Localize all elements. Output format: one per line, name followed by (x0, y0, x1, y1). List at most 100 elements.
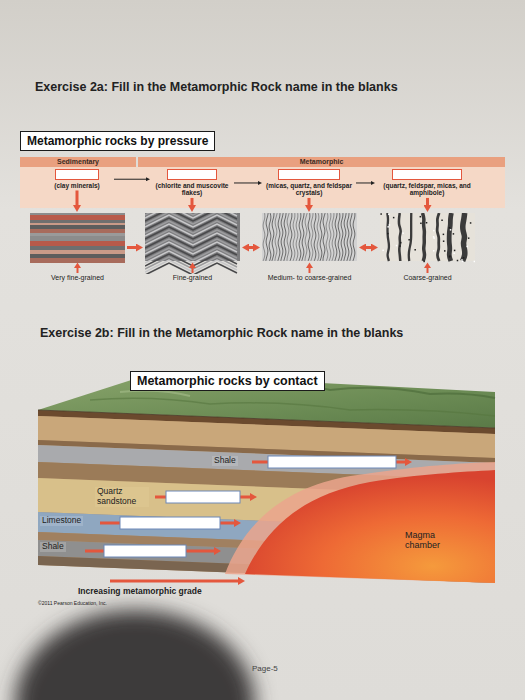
mineral-speck (463, 257, 465, 259)
schist-foliation (350, 213, 352, 261)
mineral-speck (399, 245, 401, 247)
rock-texture-svg (30, 213, 125, 274)
mineral-speck (396, 245, 398, 247)
rock-texture-tile: Fine-grained (145, 213, 240, 282)
mineral-speck (400, 242, 402, 244)
rock-texture-tile: Medium- to coarse-grained (262, 213, 357, 282)
schist-foliation (353, 213, 355, 261)
up-arrow-head (74, 263, 81, 269)
schist-foliation (263, 213, 265, 261)
schist-foliation (344, 213, 346, 261)
blank-box (120, 517, 220, 529)
ridge-line (90, 398, 495, 416)
schist-foliation (335, 213, 337, 261)
schist-foliation (299, 213, 301, 261)
schist-foliation (296, 213, 298, 261)
mineral-speck (454, 250, 456, 252)
block-diagram (38, 374, 495, 583)
rock-texture (262, 213, 357, 261)
front-face (38, 410, 495, 583)
mineral-speck (474, 261, 475, 263)
magma-chamber (245, 470, 495, 583)
schist-foliation (305, 213, 307, 261)
mineral-speck (453, 233, 455, 235)
red-arrow (426, 198, 429, 205)
shale-stripe (30, 229, 125, 233)
hand-shadow (15, 610, 255, 700)
section-heading-box: Metamorphic rocks by contact (130, 371, 325, 391)
schist-foliation (317, 213, 319, 261)
blank-box (55, 169, 99, 180)
mineral-speck (449, 227, 451, 229)
red-arrow (366, 246, 371, 249)
sequence-arrow (234, 182, 258, 183)
mineral-note: (quartz, feldspar, micas, and amphibole) (377, 182, 477, 197)
mineral-speck (443, 234, 445, 236)
mineral-speck (443, 240, 445, 242)
category-band: Sedimentary (20, 157, 136, 167)
rock-stage: (micas, quartz, and feldspar crystals) (264, 169, 354, 197)
schist-foliation (278, 213, 280, 261)
mineral-speck (449, 256, 451, 258)
shale-stripe (30, 223, 125, 225)
schist-foliation (266, 213, 268, 261)
rock-texture-svg (145, 213, 240, 274)
sequence-arrow (356, 182, 371, 183)
land-surface (38, 374, 495, 428)
mineral-speck (426, 222, 428, 224)
layer-label: Limestone (40, 516, 83, 526)
rock-stage: (chlorite and muscovite flakes) (152, 169, 232, 197)
schist-foliation (281, 213, 283, 261)
schist-foliation (269, 213, 271, 261)
mineral-speck (433, 236, 435, 238)
schist-foliation (290, 213, 292, 261)
grain-size-label: Fine-grained (145, 274, 240, 282)
mineral-note: (clay minerals) (42, 182, 112, 189)
shale-stripe (30, 250, 125, 254)
schist-foliation (332, 213, 334, 261)
magma-label: Magma chamber (405, 530, 463, 551)
rock-stage: (quartz, feldspar, micas, and amphibole) (377, 169, 477, 197)
shale-stripe (30, 213, 125, 215)
blank-box (392, 169, 462, 180)
gneiss-band (423, 213, 425, 261)
schist-foliation (329, 213, 331, 261)
category-band: Metamorphic (138, 157, 505, 167)
gneiss-band (463, 213, 465, 261)
mineral-speck (402, 232, 404, 234)
heading-text: Metamorphic (138, 157, 505, 167)
up-arrow-head (189, 263, 196, 269)
shale-stripe (30, 236, 125, 241)
mineral-speck (387, 226, 389, 228)
gneiss-band (409, 213, 411, 261)
schist-foliation (293, 213, 295, 261)
valley-line (120, 391, 190, 396)
schist-foliation (308, 213, 310, 261)
shale-stripe (30, 225, 125, 229)
mineral-speck (468, 237, 470, 239)
grain-size-label: Medium- to coarse-grained (262, 274, 357, 282)
mineral-note: (micas, quartz, and feldspar crystals) (264, 182, 354, 197)
rock-stage: (clay minerals) (42, 169, 112, 189)
heading-text: Metamorphic rocks by pressure (27, 134, 208, 148)
mineral-speck (387, 233, 389, 235)
rock-texture (380, 213, 475, 262)
schist-foliation (341, 213, 343, 261)
mineral-speck (389, 224, 391, 226)
schist-foliation (320, 213, 322, 261)
schist-foliation (326, 213, 328, 261)
rock-texture-tile: Coarse-grained (380, 213, 475, 282)
shale-stripe (30, 220, 125, 223)
schist-foliation (272, 213, 274, 261)
schist-ground (262, 213, 357, 261)
gneiss-band (399, 213, 401, 261)
schist-foliation (275, 213, 277, 261)
mineral-speck (470, 222, 472, 224)
rock-texture (145, 213, 240, 274)
gneiss-band (449, 213, 451, 261)
mineral-speck (461, 259, 463, 261)
sequence-arrow (114, 179, 146, 180)
gneiss-ground (380, 213, 475, 261)
exercise-heading: Exercise 2a: Fill in the Metamorphic Roc… (35, 80, 398, 94)
